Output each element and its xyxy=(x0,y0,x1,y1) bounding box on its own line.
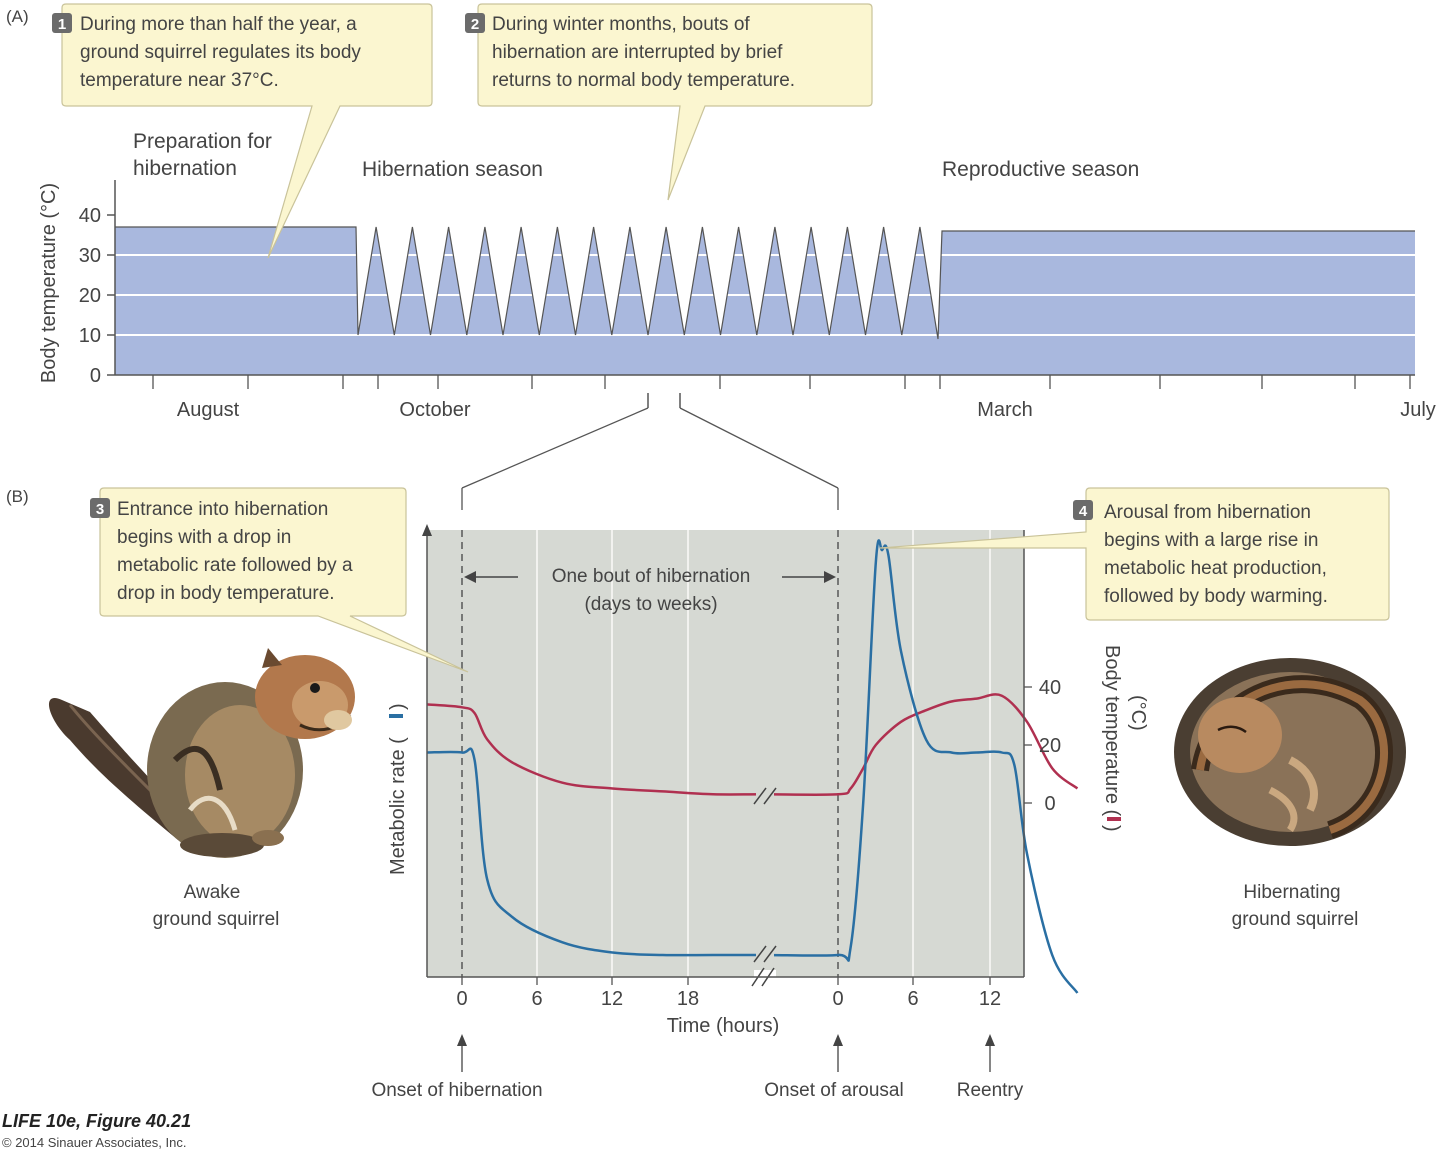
callout-1-number: 1 xyxy=(58,16,66,33)
zoom-line-right xyxy=(679,407,839,489)
panel-b-xtick-label: 12 xyxy=(601,988,623,1010)
callout-4-line3: metabolic heat production, xyxy=(1104,558,1327,579)
callout-3-line3: metabolic rate followed by a xyxy=(117,555,353,576)
panel-a-x-ticks: August October March July xyxy=(152,375,1436,421)
callout-3-badge xyxy=(90,498,110,518)
panel-b-right-ylabel: Body temperature ( ) (°C) xyxy=(1101,645,1149,832)
callout-2: 2 During winter months, bouts of hiberna… xyxy=(465,3,873,201)
panel-a-chart: 0 10 20 30 40 August October March July xyxy=(79,175,1436,421)
callout-4: 4 Arousal from hibernation begins with a… xyxy=(879,487,1390,621)
panel-a-ytick-label: 20 xyxy=(79,285,101,307)
body-temp-unit: (°C) xyxy=(1127,695,1149,731)
awake-squirrel-image xyxy=(48,648,355,858)
bout-label-line1: One bout of hibernation xyxy=(552,566,751,587)
panel-a-ytick-label: 10 xyxy=(79,325,101,347)
bout-arrow-right-head xyxy=(824,571,836,583)
metabolic-rate-label: Metabolic rate ( xyxy=(387,737,409,875)
callout-3-line4: drop in body temperature. xyxy=(117,583,335,604)
panel-a-temperature-line xyxy=(115,226,1415,340)
panel-b-xtick-label: 18 xyxy=(677,988,699,1010)
callout-3: 3 Entrance into hibernation begins with … xyxy=(90,487,469,673)
callout-3-number: 3 xyxy=(96,501,104,518)
callout-2-box xyxy=(477,3,873,201)
body-temp-legend-swatch xyxy=(1107,817,1121,821)
event-markers: Onset of hibernation Onset of arousal Re… xyxy=(371,1034,1024,1101)
callout-2-line1: During winter months, bouts of xyxy=(492,14,750,35)
panel-a-label: (A) xyxy=(6,7,29,26)
callout-4-line1: Arousal from hibernation xyxy=(1104,502,1311,523)
panel-b-xtick-label: 6 xyxy=(907,988,918,1010)
marker-onset-hibernation: Onset of hibernation xyxy=(371,1080,542,1101)
hibernating-caption-line1: Hibernating xyxy=(1243,882,1340,903)
panel-a-ytick-label: 0 xyxy=(90,365,101,387)
zoom-line-left xyxy=(461,407,649,489)
awake-caption-line2: ground squirrel xyxy=(153,909,280,930)
region-prep-line1: Preparation for xyxy=(133,130,272,153)
panel-a-y-ticks: 0 10 20 30 40 xyxy=(79,205,115,387)
callout-4-line4: followed by body warming. xyxy=(1104,586,1328,607)
panel-b-xtick-label: 0 xyxy=(832,988,843,1010)
callout-1: 1 During more than half the year, a grou… xyxy=(52,3,433,259)
panel-b-rtick-label: 20 xyxy=(1039,735,1061,757)
panel-b-gridlines xyxy=(536,530,991,977)
panel-a-month-label: October xyxy=(399,399,470,421)
panel-b-chart: 0 6 12 18 0 6 12 0 20 40 xyxy=(422,524,1079,1010)
callout-1-box xyxy=(61,3,433,259)
panel-b-right-ticks: 0 20 40 xyxy=(1024,677,1061,815)
hibernating-caption-line2: ground squirrel xyxy=(1232,909,1359,930)
panel-a-month-label: August xyxy=(177,399,240,421)
marker-reentry: Reentry xyxy=(957,1080,1024,1101)
callout-4-box xyxy=(879,487,1390,621)
callout-4-badge xyxy=(1073,500,1093,520)
metabolic-legend-swatch xyxy=(389,714,403,718)
callout-3-line1: Entrance into hibernation xyxy=(117,499,328,520)
credit-figure: LIFE 10e, Figure 40.21 xyxy=(2,1111,191,1131)
panel-b-xtick-label: 12 xyxy=(979,988,1001,1010)
panel-a-ytick-label: 40 xyxy=(79,205,101,227)
region-prep-line2: hibernation xyxy=(133,157,237,180)
metabolic-rate-line xyxy=(426,539,1079,994)
panel-a-white-above-trace xyxy=(115,175,1415,339)
callout-1-line3: temperature near 37°C. xyxy=(80,70,279,91)
callout-1-line1: During more than half the year, a xyxy=(80,14,357,35)
callout-2-badge xyxy=(465,13,485,33)
callout-3-line2: begins with a drop in xyxy=(117,527,291,548)
panel-b-label: (B) xyxy=(6,487,29,506)
panel-b-xlabel: Time (hours) xyxy=(667,1015,780,1037)
callout-2-number: 2 xyxy=(471,16,479,33)
callout-2-line2: hibernation are interrupted by brief xyxy=(492,42,783,63)
panel-a-ytick-label: 30 xyxy=(79,245,101,267)
body-temperature-line xyxy=(426,693,1079,796)
callout-3-box xyxy=(99,487,469,673)
region-reproductive: Reproductive season xyxy=(942,158,1139,181)
body-temp-label: Body temperature ( xyxy=(1101,645,1123,817)
callout-4-line2: begins with a large rise in xyxy=(1104,530,1318,551)
panel-b-x-ticks: 0 6 12 18 0 6 12 xyxy=(456,977,1001,1010)
panel-b-xtick-label: 6 xyxy=(531,988,542,1010)
credit-copyright: © 2014 Sinauer Associates, Inc. xyxy=(2,1135,186,1150)
callout-4-number: 4 xyxy=(1079,503,1088,520)
callout-2-line3: returns to normal body temperature. xyxy=(492,70,795,91)
panel-b-rtick-label: 0 xyxy=(1044,793,1055,815)
callout-1-badge xyxy=(52,13,72,33)
panel-b-background xyxy=(427,530,1024,977)
panel-a-month-label: March xyxy=(977,399,1033,421)
panel-a-month-label: July xyxy=(1400,399,1436,421)
panel-b-rtick-label: 40 xyxy=(1039,677,1061,699)
bout-label-line2: (days to weeks) xyxy=(584,594,717,615)
hibernating-squirrel-image xyxy=(1174,658,1406,846)
region-hibernation: Hibernation season xyxy=(362,158,543,181)
marker-onset-arousal: Onset of arousal xyxy=(764,1080,903,1101)
callout-1-line2: ground squirrel regulates its body xyxy=(80,42,361,63)
awake-caption-line1: Awake xyxy=(184,882,241,903)
bout-arrow-left-head xyxy=(464,571,476,583)
panel-b-left-axis-arrow xyxy=(422,524,432,536)
body-temp-label-close: ) xyxy=(1101,825,1123,832)
metabolic-rate-label-close: ) xyxy=(387,703,409,710)
bout-annotation: One bout of hibernation (days to weeks) xyxy=(464,566,836,615)
panel-b-left-ylabel: Metabolic rate ( ) xyxy=(387,703,409,875)
panel-a-ylabel: Body temperature (°C) xyxy=(38,183,60,383)
panel-b-xtick-label: 0 xyxy=(456,988,467,1010)
